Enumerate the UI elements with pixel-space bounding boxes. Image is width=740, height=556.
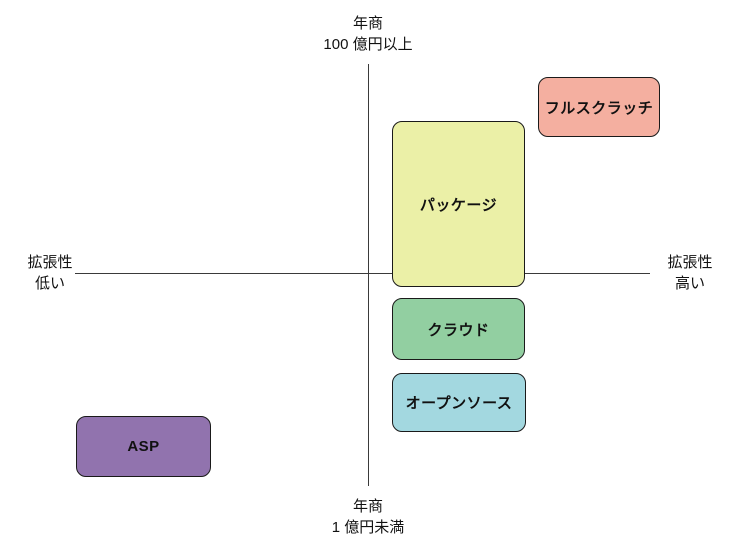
box-asp-label: ASP: [127, 438, 160, 455]
x-axis-left-label-line1: 拡張性: [27, 254, 73, 271]
box-open-source-label: オープンソース: [405, 395, 513, 412]
x-axis-right-label-line2: 高い: [674, 275, 705, 292]
y-axis-top-label-line2: 100 億円以上: [323, 36, 413, 53]
x-axis-right-label-line1: 拡張性: [667, 254, 713, 271]
y-axis-bottom-label-line1: 年商: [352, 498, 383, 515]
y-axis-top-label: 年商 100 億円以上: [268, 13, 468, 55]
box-full-scratch-label: フルスクラッチ: [544, 99, 654, 117]
box-package-label: パッケージ: [419, 196, 498, 214]
box-cloud-label: クラウド: [427, 321, 490, 339]
y-axis-bottom-label-line2: 1 億円未満: [331, 519, 405, 536]
x-axis-left-label: 拡張性 低い: [6, 252, 94, 294]
box-full-scratch: フルスクラッチ: [538, 77, 660, 137]
box-cloud: クラウド: [392, 298, 525, 360]
box-package: パッケージ: [392, 121, 525, 287]
box-asp: ASP: [76, 416, 211, 477]
y-axis-top-label-line1: 年商: [352, 15, 383, 32]
x-axis-left-label-line2: 低い: [34, 275, 65, 292]
x-axis-right-label: 拡張性 高い: [646, 252, 734, 294]
x-axis-line: [75, 273, 650, 274]
box-open-source: オープンソース: [392, 373, 526, 432]
y-axis-bottom-label: 年商 1 億円未満: [268, 496, 468, 538]
y-axis-line: [368, 64, 369, 486]
